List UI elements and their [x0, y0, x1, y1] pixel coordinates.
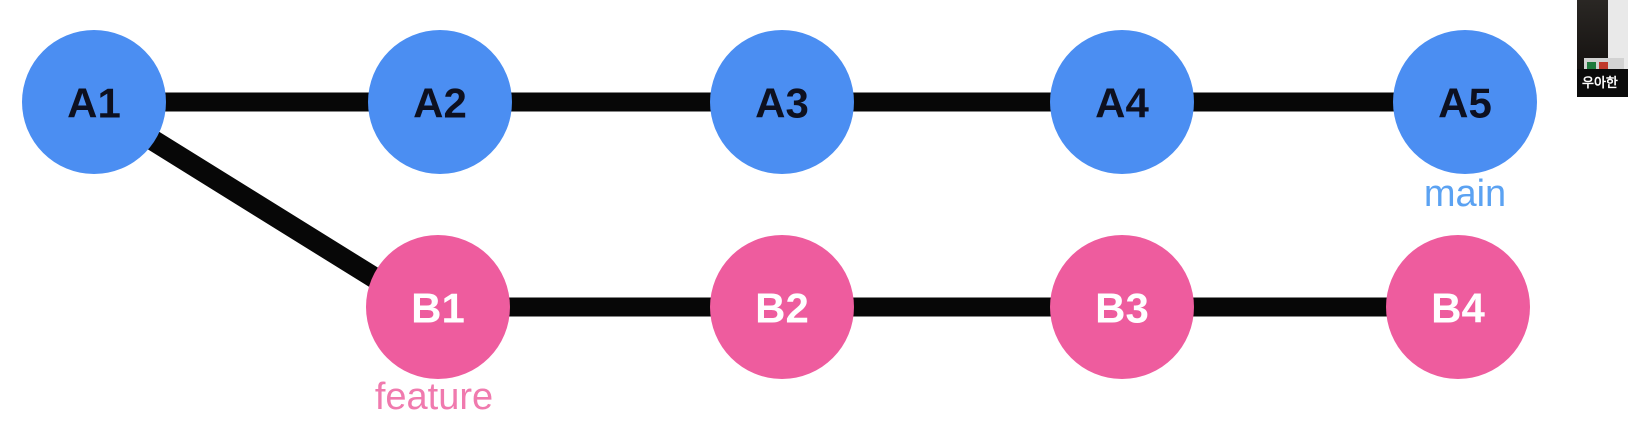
edge-a1-b1 [140, 128, 397, 296]
commit-label-a3: A3 [755, 80, 809, 127]
branch-label-feature: feature [375, 376, 493, 418]
commit-node-b2[interactable]: B2 [710, 235, 854, 379]
commit-node-a4[interactable]: A4 [1050, 30, 1194, 174]
commit-label-a5: A5 [1438, 80, 1492, 127]
commit-node-a3[interactable]: A3 [710, 30, 854, 174]
commit-circle-a1[interactable] [22, 30, 166, 174]
commit-node-b3[interactable]: B3 [1050, 235, 1194, 379]
commit-circle-b3[interactable] [1050, 235, 1194, 379]
commit-label-b3: B3 [1095, 285, 1149, 332]
commit-node-a5[interactable]: A5 [1393, 30, 1537, 174]
commit-circle-a3[interactable] [710, 30, 854, 174]
commit-label-a4: A4 [1095, 80, 1149, 127]
overlay-chip-green [1587, 62, 1596, 69]
commit-circle-b1[interactable] [366, 235, 510, 379]
commit-node-a1[interactable]: A1 [22, 30, 166, 174]
commit-node-a2[interactable]: A2 [368, 30, 512, 174]
commit-circle-a4[interactable] [1050, 30, 1194, 174]
commit-circle-b4[interactable] [1386, 235, 1530, 379]
commit-circle-a2[interactable] [368, 30, 512, 174]
commit-circle-a5[interactable] [1393, 30, 1537, 174]
commit-label-a2: A2 [413, 80, 467, 127]
edge-group [140, 92, 1399, 317]
feature-branch-nodes: B1 B2 B3 B4 feature [366, 235, 1530, 418]
commit-node-b1[interactable]: B1 [366, 235, 510, 379]
video-overlay-thumbnail[interactable]: 우아한 [1577, 0, 1628, 97]
commit-node-b4[interactable]: B4 [1386, 235, 1530, 379]
commit-label-b1: B1 [411, 285, 465, 332]
branch-label-main: main [1424, 173, 1506, 215]
overlay-caption-text: 우아한 [1577, 69, 1628, 97]
commit-label-b4: B4 [1431, 285, 1485, 332]
commit-label-a1: A1 [67, 80, 121, 127]
main-branch-nodes: A1 A2 A3 A4 A5 main [22, 30, 1537, 215]
overlay-chip-red [1599, 62, 1608, 69]
commit-label-b2: B2 [755, 285, 809, 332]
commit-circle-b2[interactable] [710, 235, 854, 379]
